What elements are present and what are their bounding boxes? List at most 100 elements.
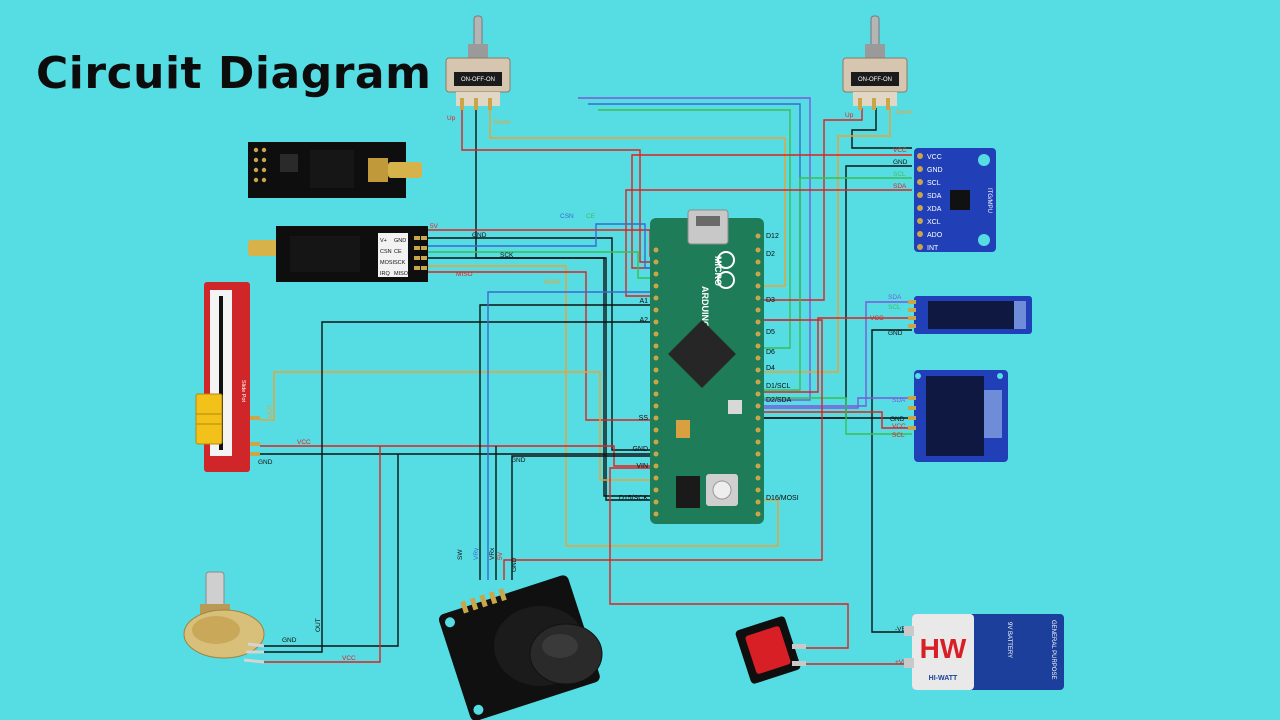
- wire-oled-large-scl: [762, 397, 912, 435]
- battery-terminal-positive: [904, 658, 914, 668]
- arduino-pin-d2-sda: D2/SDA: [766, 397, 792, 404]
- rocker-switch-terminals: [792, 644, 806, 666]
- wire-purple-loop: [578, 97, 811, 401]
- oled-small-pins: [908, 300, 916, 328]
- battery-type: 9V BATTERY: [1006, 622, 1012, 658]
- mpu-pin-xda: XDA: [927, 206, 942, 213]
- nrf24-header-pins: [414, 236, 427, 270]
- wire-rotpot-vcc: [262, 446, 381, 663]
- wire-nrf-mosi: [428, 265, 779, 547]
- label-oled-small-vcc: VCC: [870, 315, 884, 322]
- wire-right-switch-up: [762, 108, 863, 301]
- switch-left-pin-3: [488, 98, 492, 110]
- arduino-pin-d16-mosi: D16/MOSI: [766, 495, 799, 502]
- label-slidepot-out: OUT: [267, 404, 274, 418]
- arduino-left-header: [653, 247, 659, 517]
- label-rotpot-vcc: VCC: [342, 655, 356, 662]
- nrf24-pin-sck: SCK: [394, 260, 406, 266]
- rocker-switch-button: [745, 626, 791, 674]
- wire-oled-small-vcc: [762, 317, 912, 393]
- label-left-switch-up: Up: [447, 115, 456, 122]
- toggle-switch-right: ON-OFF-ON: [842, 15, 908, 110]
- arduino-usb-port: [687, 209, 729, 245]
- label-oled-large-gnd: GND: [890, 416, 905, 423]
- switch-left-pin-2: [474, 98, 478, 110]
- wire-oled-small-sda: [762, 301, 912, 407]
- wire-oled-large-sda: [762, 397, 912, 409]
- label-joy-5v: 5V: [497, 551, 504, 560]
- switch-right-pin-3: [886, 98, 890, 110]
- label-oled-small-gnd: GND: [888, 330, 903, 337]
- oled-small-display: [908, 296, 1032, 334]
- oled-small-screen: [928, 301, 1014, 329]
- label-slidepot-vcc: VCC: [297, 439, 311, 446]
- arduino-brand: ARDUINO: [700, 286, 710, 328]
- switch-right-pin-1: [858, 98, 862, 110]
- mpu6050-module: VCC GND SCL SDA XDA XCL ADO INT ITG/MPU: [914, 148, 996, 252]
- mpu-pin-sda: SDA: [927, 193, 942, 200]
- oled-large-screen: [926, 376, 984, 456]
- arduino-pin-gnd: GND: [632, 446, 648, 453]
- label-left-switch-down: Down: [494, 119, 511, 126]
- oled-large-pins: [908, 396, 916, 430]
- wire-nrf-csn: [428, 223, 654, 269]
- arduino-crystal: [728, 400, 742, 414]
- wire-left-switch-common: [475, 108, 654, 501]
- nrf24-shield: [290, 236, 360, 272]
- wire-nrf-ce: [428, 251, 654, 279]
- arduino-pin-a2: A2: [639, 317, 648, 324]
- arduino-pin-d1-scl: D1/SCL: [766, 383, 791, 390]
- wire-joystick-5v: [503, 319, 823, 580]
- wire-left-switch-up: [461, 108, 654, 263]
- nrf24-pa-sma-connector: [388, 162, 422, 178]
- label-joy-vry: VRy: [473, 547, 480, 560]
- arduino-model: MICRO: [713, 256, 723, 286]
- switch-left-label-plate: [454, 72, 502, 86]
- label-nrf-mosi: MOSI: [544, 279, 561, 286]
- wire-left-switch-down: [489, 108, 786, 287]
- label-joy-vrx: VRx: [489, 547, 496, 560]
- label-rotpot-gnd: GND: [282, 637, 297, 644]
- nrf24-pin-miso: MISO: [394, 271, 409, 277]
- arduino-pin-d4: D4: [766, 365, 775, 372]
- wire-mpu-sda: [625, 189, 912, 297]
- wire-right-switch-common: [851, 108, 912, 149]
- switch-right-lever: [870, 15, 880, 47]
- wire-green-loop: [598, 109, 791, 349]
- label-nrf-ce: CE: [586, 213, 596, 220]
- label-nrf-csn: CSN: [560, 213, 574, 220]
- arduino-pin-vin: VIN: [636, 463, 648, 470]
- toggle-switch-left: ON-OFF-ON: [445, 15, 511, 110]
- arduino-pin-d2: D2: [766, 251, 775, 258]
- mpu-pin-gnd: GND: [927, 167, 943, 174]
- label-oled-large-vcc: VCC: [892, 423, 906, 430]
- label-battery-positive: +VE: [895, 659, 908, 666]
- joystick-header: [460, 588, 507, 614]
- wire-joystick-sw: [479, 304, 654, 580]
- nrf24-pa-amplifier: [310, 150, 354, 188]
- wire-rotpot-gnd: [262, 454, 399, 647]
- switch-left-nut: [468, 44, 488, 58]
- switch-left-lever: [473, 15, 483, 47]
- label-joy-gnd: GND: [511, 557, 518, 572]
- arduino-left-pin-labels: A1 A2 SS GND VIN D15/SCK: [619, 298, 649, 502]
- wire-mpu-scl: [762, 177, 912, 391]
- arduino-pin-ss: SS: [639, 415, 649, 422]
- mpu-pin-xcl: XCL: [927, 219, 941, 226]
- switch-left-pin-1: [460, 98, 464, 110]
- arduino-pin-d15-sck: D15/SCK: [619, 495, 649, 502]
- label-nrf-5v: 5V: [430, 223, 439, 230]
- rocker-switch: [735, 616, 806, 684]
- joystick-module: [438, 575, 603, 720]
- rotary-potentiometer: [183, 571, 265, 664]
- label-oled-small-sda: SDA: [888, 294, 902, 301]
- switch-right-label: ON-OFF-ON: [858, 77, 892, 83]
- label-battery-negative: -VE: [895, 626, 907, 633]
- arduino-pin-a1: A1: [639, 298, 648, 305]
- wire-nrf-gnd: [428, 237, 654, 451]
- arduino-mcu: [668, 320, 736, 388]
- label-rotpot-out: OUT: [315, 618, 322, 632]
- slide-potentiometer: Slide Pot: [195, 282, 260, 472]
- mpu-board-text: ITG/MPU: [986, 188, 992, 213]
